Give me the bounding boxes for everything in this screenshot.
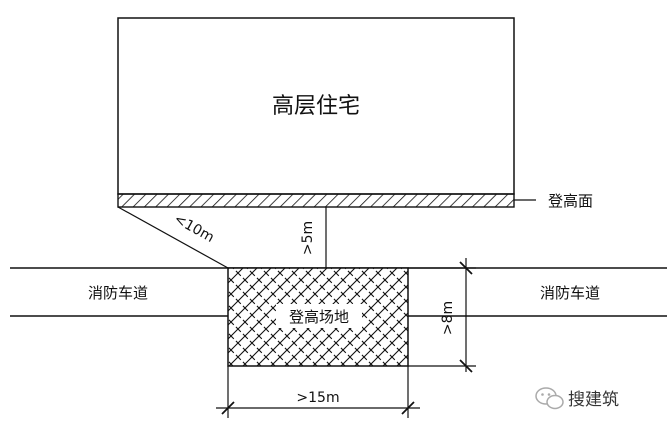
diagonal-dimension-line [117, 206, 229, 269]
climbing-face-strip [117, 193, 515, 208]
watermark-text: 搜建筑 [568, 390, 619, 410]
site-length-label: >15m [296, 390, 339, 406]
site-width-label: >8m [440, 301, 456, 335]
climbing-site-label-bg [276, 304, 362, 328]
site-length-tick-left [221, 401, 235, 415]
fire-lane-left-label: 消防车道 [88, 284, 148, 302]
site-width-tick-bottom [459, 359, 473, 373]
wechat-icon [535, 387, 564, 410]
gap-dimension-label: >5m [300, 221, 316, 255]
high-rise-building [117, 17, 515, 195]
site-width-tick-top [459, 261, 473, 275]
site-length-tick-right [401, 401, 415, 415]
climbing-site-label: 登高场地 [289, 308, 349, 326]
building-label: 高层住宅 [272, 94, 360, 119]
climbing-face-label: 登高面 [548, 192, 593, 210]
fire-lane-right-label: 消防车道 [540, 284, 600, 302]
